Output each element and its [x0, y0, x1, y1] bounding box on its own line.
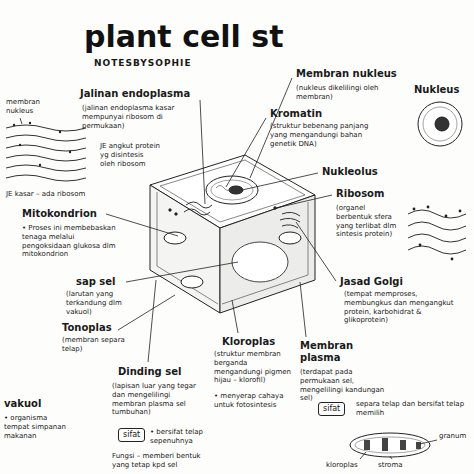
ribosome-dot — [175, 213, 177, 215]
ribosome-dots — [413, 206, 462, 261]
part-heading: Nukleus — [414, 84, 459, 96]
part-heading: Nukleolus — [322, 166, 378, 178]
chloroplast-shape — [164, 232, 186, 244]
part-heading: Jalinan endoplasma — [80, 88, 190, 100]
nucleus-drawing-inner — [423, 107, 457, 141]
rough-er-drawing — [408, 210, 466, 254]
part-note: (organel berbentuk sfera yang terlibat d… — [336, 204, 402, 239]
part-note: (tempat memproses, membungkus dan mengan… — [344, 290, 456, 325]
part-note: (larutan yang terkandung dlm vakuol) — [66, 290, 146, 316]
chloroplast-drawing — [350, 433, 430, 457]
author-tag: NOTESBYSOPHIE — [94, 58, 192, 69]
nucleolus-drawing — [435, 117, 449, 131]
part-note: JE angkut protein yg disintesis oleh rib… — [100, 142, 160, 168]
part-note: • Proses ini membebaskan tenaga melalui … — [22, 224, 122, 259]
chloroplast-shape — [181, 276, 203, 288]
chloroplast-inner — [355, 437, 425, 453]
chromatin-squiggle — [216, 186, 232, 191]
part-heading: Kloroplas — [222, 336, 275, 348]
drawing-label: stroma — [378, 461, 403, 470]
box-text: sifat — [123, 430, 140, 439]
part-note: (membran separa telap) — [62, 336, 142, 354]
cell-left-face — [150, 185, 220, 313]
granum-stacks — [364, 438, 421, 451]
part-heading: Mitokondrion — [22, 208, 97, 220]
chloroplast-shape — [279, 232, 301, 244]
ribosome-dots — [13, 122, 71, 166]
vacuole-shape — [232, 242, 288, 282]
part-note: • menyerap cahaya untuk fotosintesis — [214, 392, 288, 410]
part-note: (struktur bebenang panjang yang mengandu… — [270, 122, 370, 148]
part-note: Fungsi – memberi bentuk yang tetap kpd s… — [112, 452, 216, 470]
property-box: sifat — [318, 402, 345, 416]
part-note: • bersifat telap sepenuhnya — [150, 428, 212, 446]
box-text: sifat — [323, 404, 340, 413]
part-note: (lapisan luar yang tegar dan mengeliling… — [112, 382, 204, 417]
ribosome-dot — [274, 207, 276, 209]
er-drawing — [6, 125, 86, 181]
nucleolus-shape — [229, 186, 243, 194]
part-heading: Membran nukleus — [296, 68, 397, 80]
er-shape — [184, 202, 212, 215]
drawing-label: kloroplas — [326, 461, 358, 470]
part-heading: Membran plasma — [300, 340, 356, 364]
part-note: (struktur membran berganda mengandungi p… — [214, 350, 298, 385]
part-note: JE kasar – ada ribosom — [6, 190, 98, 199]
part-note: • organisma tempat simpanan makanan — [4, 414, 68, 440]
part-note: (jalinan endoplasma kasar mempunyai ribo… — [82, 104, 182, 130]
part-note: (nukleus dikelilingi oleh membran) — [296, 84, 386, 102]
part-note: (terdapat pada permukaan sel, mengelilin… — [300, 368, 392, 403]
part-heading: Kromatin — [270, 108, 322, 120]
part-heading: vakuol — [4, 398, 41, 410]
part-heading: Dinding sel — [118, 366, 181, 378]
page-title: plant cell st — [84, 20, 283, 55]
part-note: separa telap dan bersifat telap memilih — [356, 400, 466, 418]
nucleus-inner — [211, 180, 253, 200]
drawing-label: granum — [439, 432, 466, 441]
cell-inner-wall — [157, 192, 218, 304]
cell-right-face — [220, 195, 315, 313]
part-label: membran nukleus — [6, 98, 50, 116]
nucleus-shape — [206, 176, 258, 204]
golgi-shape — [280, 212, 300, 228]
part-heading: Jasad Golgi — [340, 276, 403, 288]
cell-inner-wall — [160, 160, 305, 222]
part-heading: sap sel — [76, 276, 116, 288]
cell-inner-wall — [222, 202, 308, 304]
nucleus-drawing — [418, 102, 462, 146]
property-box: sifat — [118, 428, 145, 442]
part-heading: Tonoplas — [62, 322, 112, 334]
ribosome-dot — [169, 209, 171, 211]
part-heading: Ribosom — [336, 188, 384, 200]
